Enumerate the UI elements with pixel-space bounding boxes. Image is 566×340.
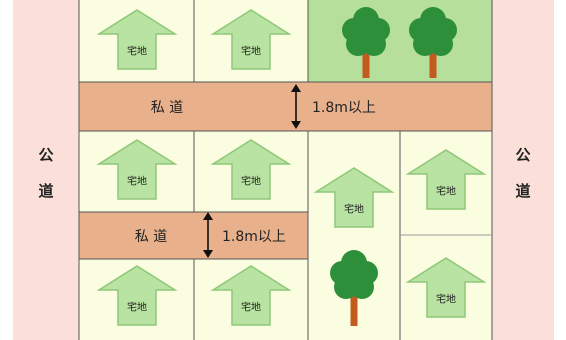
house-arrow-icon [210, 139, 292, 200]
house-top-1: 宅地 [96, 9, 178, 70]
forest-top [308, 0, 492, 82]
public-road-left [13, 0, 79, 340]
lot-label: 宅地 [127, 175, 147, 188]
tree-bottom [330, 250, 378, 326]
tree-crown [419, 24, 447, 52]
tree-trunk [350, 291, 358, 326]
public-road-right-label-top: 公 [515, 146, 530, 164]
public-road-right-label-bottom: 道 [515, 182, 530, 200]
tree-crown [340, 267, 368, 295]
house-arrow-icon [210, 265, 292, 326]
tree-trunk [429, 48, 437, 78]
private-road-2-width: 1.8m以上 [222, 229, 286, 245]
house-arrow-icon [96, 139, 178, 200]
house-arrow-icon [405, 149, 487, 210]
width-arrow-2 [203, 212, 213, 258]
house-right-lower: 宅地 [405, 257, 487, 318]
tree-top-left [342, 7, 390, 78]
house-right-tall: 宅地 [313, 167, 395, 228]
house-top-2: 宅地 [210, 9, 292, 70]
house-right-upper: 宅地 [405, 149, 487, 210]
tree-crown [352, 24, 380, 52]
tree-trunk [362, 48, 370, 78]
lot-label: 宅地 [241, 301, 261, 314]
house-arrow-icon [96, 265, 178, 326]
private-road-1-width: 1.8m以上 [312, 100, 376, 116]
house-mid-2: 宅地 [210, 139, 292, 200]
public-road-right [492, 0, 554, 340]
house-mid-1: 宅地 [96, 139, 178, 200]
house-bottom-2: 宅地 [210, 265, 292, 326]
house-arrows: 宅地宅地宅地宅地宅地宅地宅地宅地宅地 [96, 9, 487, 326]
house-bottom-1: 宅地 [96, 265, 178, 326]
trees [330, 7, 457, 326]
house-arrow-icon [313, 167, 395, 228]
public-road-left-label-bottom: 道 [38, 182, 53, 200]
lot-label: 宅地 [344, 203, 364, 216]
house-arrow-icon [96, 9, 178, 70]
tree-top-right [409, 7, 457, 78]
lot-outlines [78, 0, 493, 340]
lot-label: 宅地 [127, 301, 147, 314]
private-road-1 [78, 81, 493, 132]
lot-label: 宅地 [127, 45, 147, 58]
house-arrow-icon [405, 257, 487, 318]
lot-label: 宅地 [241, 175, 261, 188]
private-road-2-label: 私 道 [135, 229, 167, 245]
house-arrow-icon [210, 9, 292, 70]
lot-label: 宅地 [436, 185, 456, 198]
lot-label: 宅地 [436, 293, 456, 306]
public-road-left-label-top: 公 [38, 146, 53, 164]
lot-label: 宅地 [241, 45, 261, 58]
width-arrow-1 [291, 84, 301, 129]
private-road-1-label: 私 道 [151, 100, 183, 116]
